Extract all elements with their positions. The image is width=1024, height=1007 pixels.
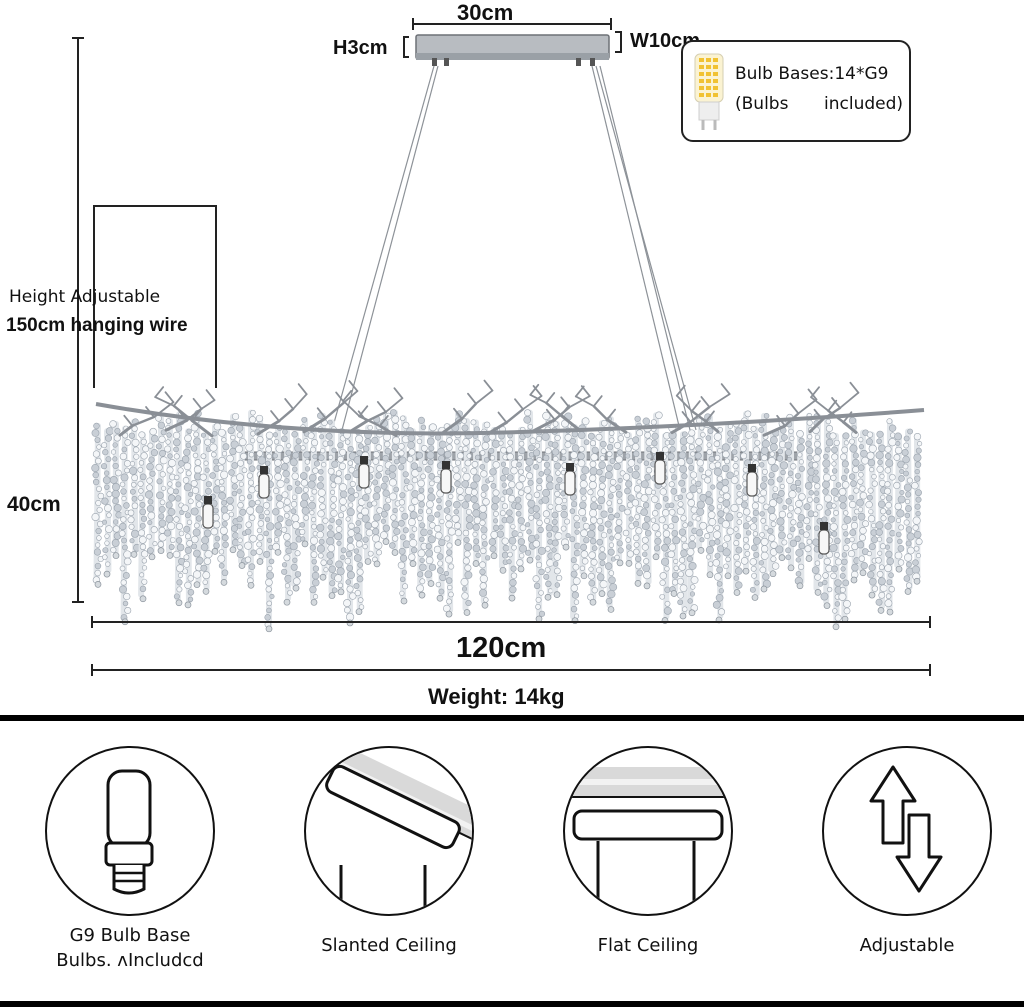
included-text: included) — [824, 94, 904, 114]
wire-height-bracket — [93, 205, 217, 388]
bulbs-text: (Bulbs — [735, 94, 789, 114]
height-adjustable-label: Height Adjustable — [9, 287, 161, 307]
body-length-dimension-line — [91, 616, 931, 676]
body-height-label: 40cm — [7, 493, 61, 516]
section-divider-bottom — [0, 1001, 1024, 1007]
bulbs-included-label: Bulbs. ʌIncludcd — [56, 950, 204, 971]
chandelier-dimension-diagram — [72, 18, 931, 676]
g9-led-bulb-icon — [694, 53, 724, 130]
hanging-wire-label: 150cm hanging wire — [6, 315, 188, 336]
body-length-label: 120cm — [456, 632, 547, 664]
slanted-ceiling-label: Slanted Ceiling — [321, 935, 457, 956]
hanging-wires — [331, 65, 697, 431]
feature-adjustable — [821, 745, 993, 917]
canopy-height-bracket — [403, 36, 409, 58]
flat-ceiling-icon — [563, 746, 733, 916]
bulb-bases-text: Bulb Bases:14*G9 — [735, 64, 889, 84]
feature-g9-bulb — [44, 745, 216, 917]
weight-label: Weight: 14kg — [428, 684, 565, 709]
feature-slanted-ceiling — [303, 745, 475, 917]
g9-bulb-icon — [45, 746, 215, 916]
flat-ceiling-label: Flat Ceiling — [597, 935, 699, 956]
adjustable-label: Adjustable — [859, 935, 955, 956]
canopy-width-bracket — [615, 31, 622, 53]
total-height-dimension-line — [72, 37, 84, 603]
section-divider-top — [0, 715, 1024, 721]
slanted-ceiling-icon — [304, 746, 474, 916]
canopy-length-dimension-line — [412, 18, 612, 30]
up-down-arrows-icon — [822, 746, 992, 916]
canopy-length-label: 30cm — [457, 0, 514, 25]
bulb-info-box: Bulb Bases:14*G9 (Bulbs included) — [681, 40, 911, 142]
feature-flat-ceiling — [562, 745, 734, 917]
g9-bulb-base-label: G9 Bulb Base — [69, 925, 191, 946]
canopy-height-label: H3cm — [333, 37, 388, 59]
crystal-chandelier-body — [91, 379, 925, 633]
